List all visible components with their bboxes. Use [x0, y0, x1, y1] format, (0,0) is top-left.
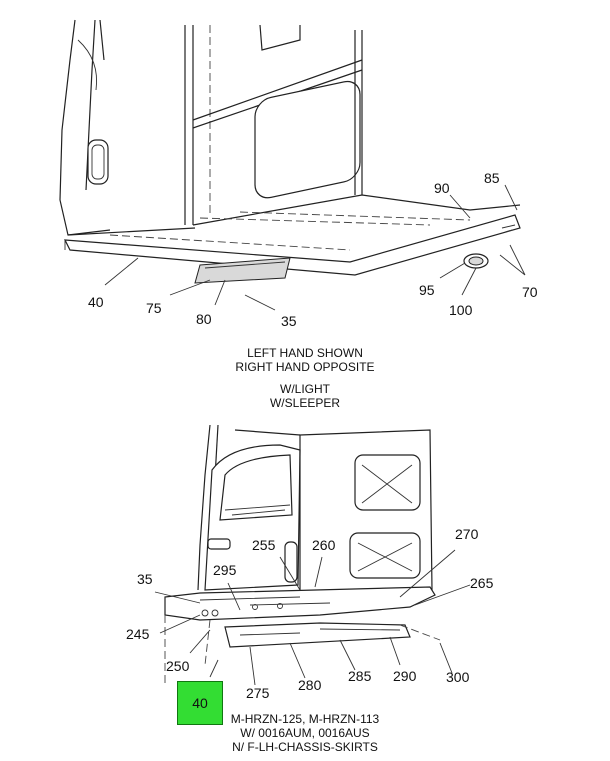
- highlighted-part-40[interactable]: 40: [177, 681, 223, 725]
- callout-35-top[interactable]: 35: [281, 313, 297, 329]
- callout-295[interactable]: 295: [213, 562, 237, 578]
- callout-40-top[interactable]: 40: [88, 294, 104, 310]
- top-illustration: [59, 19, 526, 311]
- callout-250[interactable]: 250: [166, 658, 190, 674]
- callout-85[interactable]: 85: [484, 170, 500, 186]
- callout-70[interactable]: 70: [522, 284, 538, 300]
- callout-260[interactable]: 260: [312, 537, 336, 553]
- caption-line-models: M-HRZN-125, M-HRZN-113: [230, 712, 380, 726]
- callout-255[interactable]: 255: [252, 537, 276, 553]
- caption-line-without: N/ F-LH-CHASSIS-SKIRTS: [232, 740, 378, 754]
- caption-line-right-hand: RIGHT HAND OPPOSITE: [235, 360, 375, 374]
- callout-285[interactable]: 285: [348, 668, 372, 684]
- callout-35-bottom[interactable]: 35: [137, 571, 153, 587]
- callout-265[interactable]: 265: [470, 575, 494, 591]
- callout-100[interactable]: 100: [449, 302, 473, 318]
- caption-line-light: W/LIGHT: [280, 382, 330, 396]
- bottom-illustration: [154, 424, 471, 686]
- callout-80[interactable]: 80: [196, 311, 212, 327]
- callout-275[interactable]: 275: [246, 685, 270, 701]
- caption-hand: LEFT HAND SHOWN RIGHT HAND OPPOSITE: [205, 346, 405, 374]
- callout-90[interactable]: 90: [434, 180, 450, 196]
- callout-290[interactable]: 290: [393, 668, 417, 684]
- caption-line-left-hand: LEFT HAND SHOWN: [247, 346, 363, 360]
- caption-options: W/LIGHT W/SLEEPER: [205, 382, 405, 410]
- callout-95[interactable]: 95: [419, 282, 435, 298]
- caption-line-sleeper: W/SLEEPER: [269, 396, 341, 410]
- callout-270[interactable]: 270: [455, 526, 479, 542]
- caption-models: M-HRZN-125, M-HRZN-113 W/ 0016AUM, 0016A…: [205, 712, 405, 754]
- caption-line-with: W/ 0016AUM, 0016AUS: [240, 726, 370, 740]
- callout-75[interactable]: 75: [146, 300, 162, 316]
- callout-245[interactable]: 245: [126, 626, 150, 642]
- highlighted-part-label: 40: [192, 695, 208, 711]
- callout-300[interactable]: 300: [446, 669, 470, 685]
- callout-280[interactable]: 280: [298, 677, 322, 693]
